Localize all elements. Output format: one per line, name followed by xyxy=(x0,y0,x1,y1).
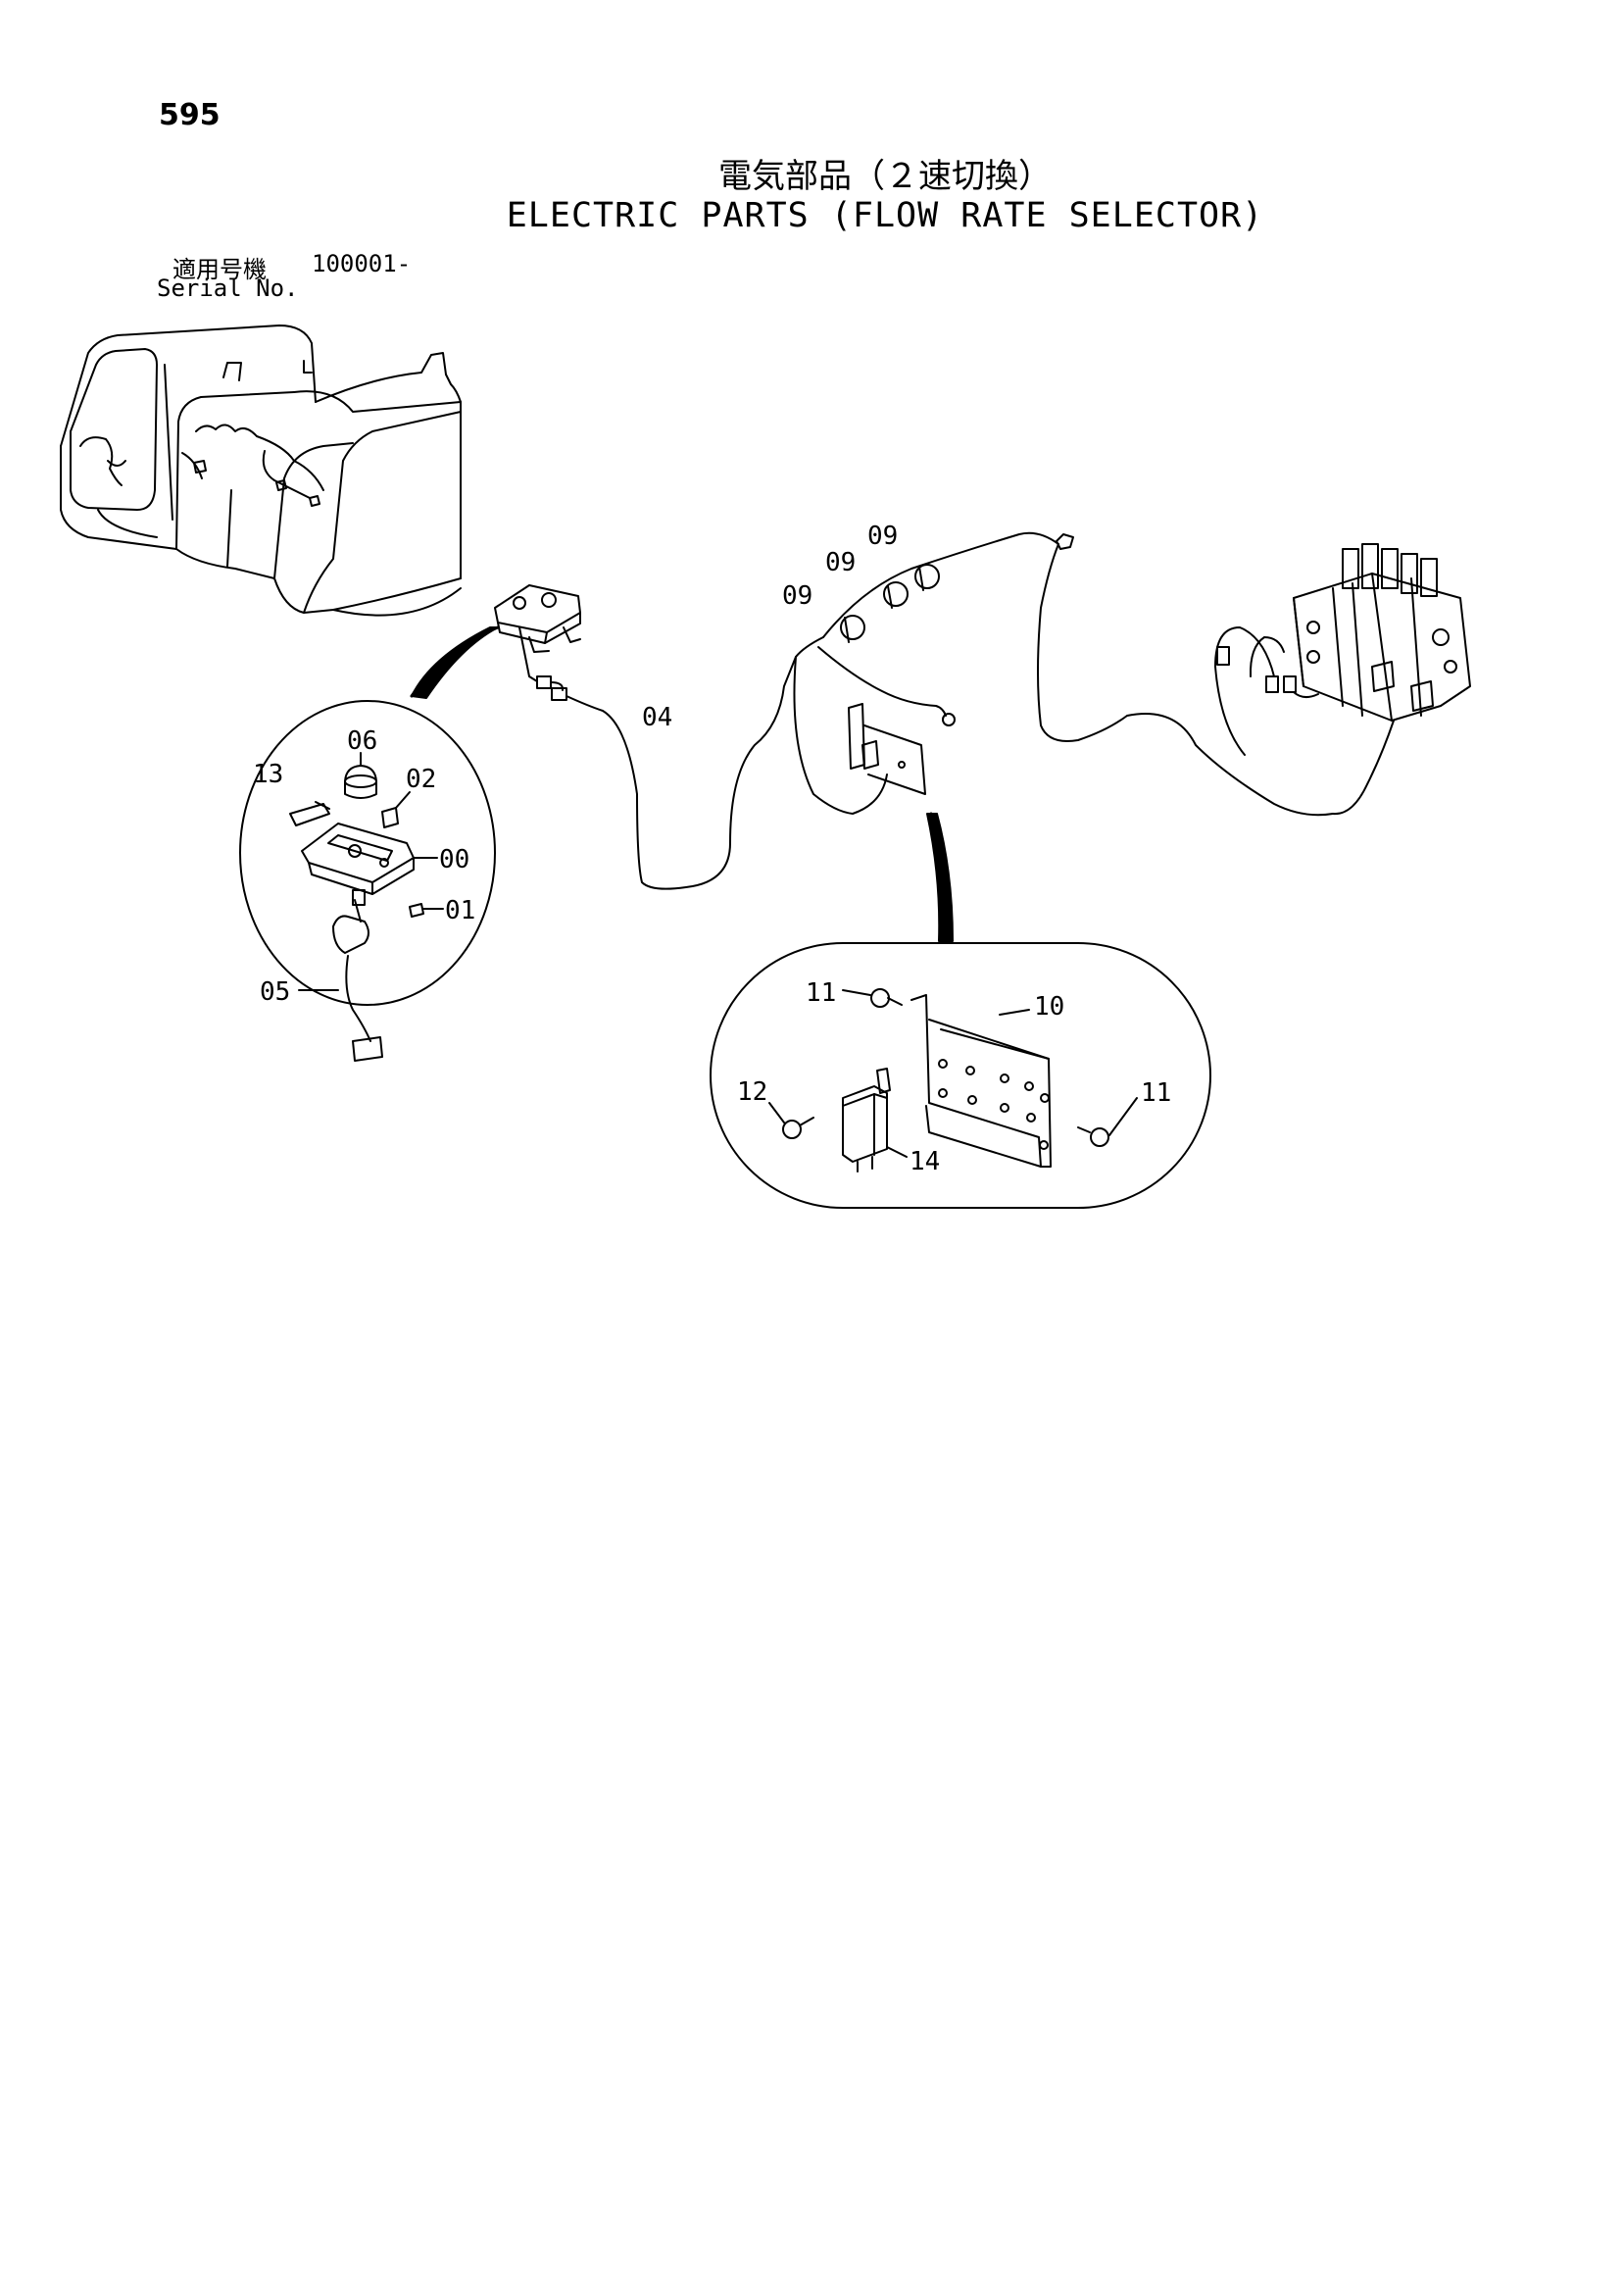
callout-06: 06 xyxy=(347,726,377,756)
wire-harness xyxy=(494,531,1395,890)
detail-bubble-switch xyxy=(239,700,496,1006)
callout-09-middle: 09 xyxy=(825,548,856,577)
callout-00: 00 xyxy=(439,845,469,874)
callout-11-top: 11 xyxy=(806,978,836,1008)
callout-10: 10 xyxy=(1034,992,1064,1022)
serial-number-value: 100001- xyxy=(312,250,412,277)
excavator-overview xyxy=(60,324,462,617)
switch-assembly-detail xyxy=(289,752,444,1062)
detail-bubble-relay xyxy=(710,942,1211,1209)
callout-09-right: 09 xyxy=(867,522,898,551)
callout-14: 14 xyxy=(910,1147,940,1176)
serial-label-japanese: 適用号機 xyxy=(172,256,267,283)
callout-09-left: 09 xyxy=(782,581,812,611)
page-number: 595 xyxy=(159,98,221,132)
callout-13: 13 xyxy=(253,760,283,789)
relay-bracket-overview xyxy=(848,703,926,795)
callout-05: 05 xyxy=(260,977,290,1007)
callout-12: 12 xyxy=(737,1077,767,1107)
serial-label-english: Serial No. xyxy=(157,275,299,302)
callout-04: 04 xyxy=(642,703,672,732)
callout-labels: 06 02 13 00 01 05 04 09 09 09 11 10 12 1… xyxy=(253,522,1171,1176)
page-title-japanese: 電気部品（２速切換） xyxy=(718,157,1052,196)
relay-bracket-detail xyxy=(768,988,1138,1173)
page-title-english: ELECTRIC PARTS (FLOW RATE SELECTOR) xyxy=(506,196,1264,235)
callout-11-right: 11 xyxy=(1141,1078,1171,1108)
callout-01: 01 xyxy=(445,896,475,925)
control-valve xyxy=(1293,543,1471,722)
callout-02: 02 xyxy=(406,765,436,794)
